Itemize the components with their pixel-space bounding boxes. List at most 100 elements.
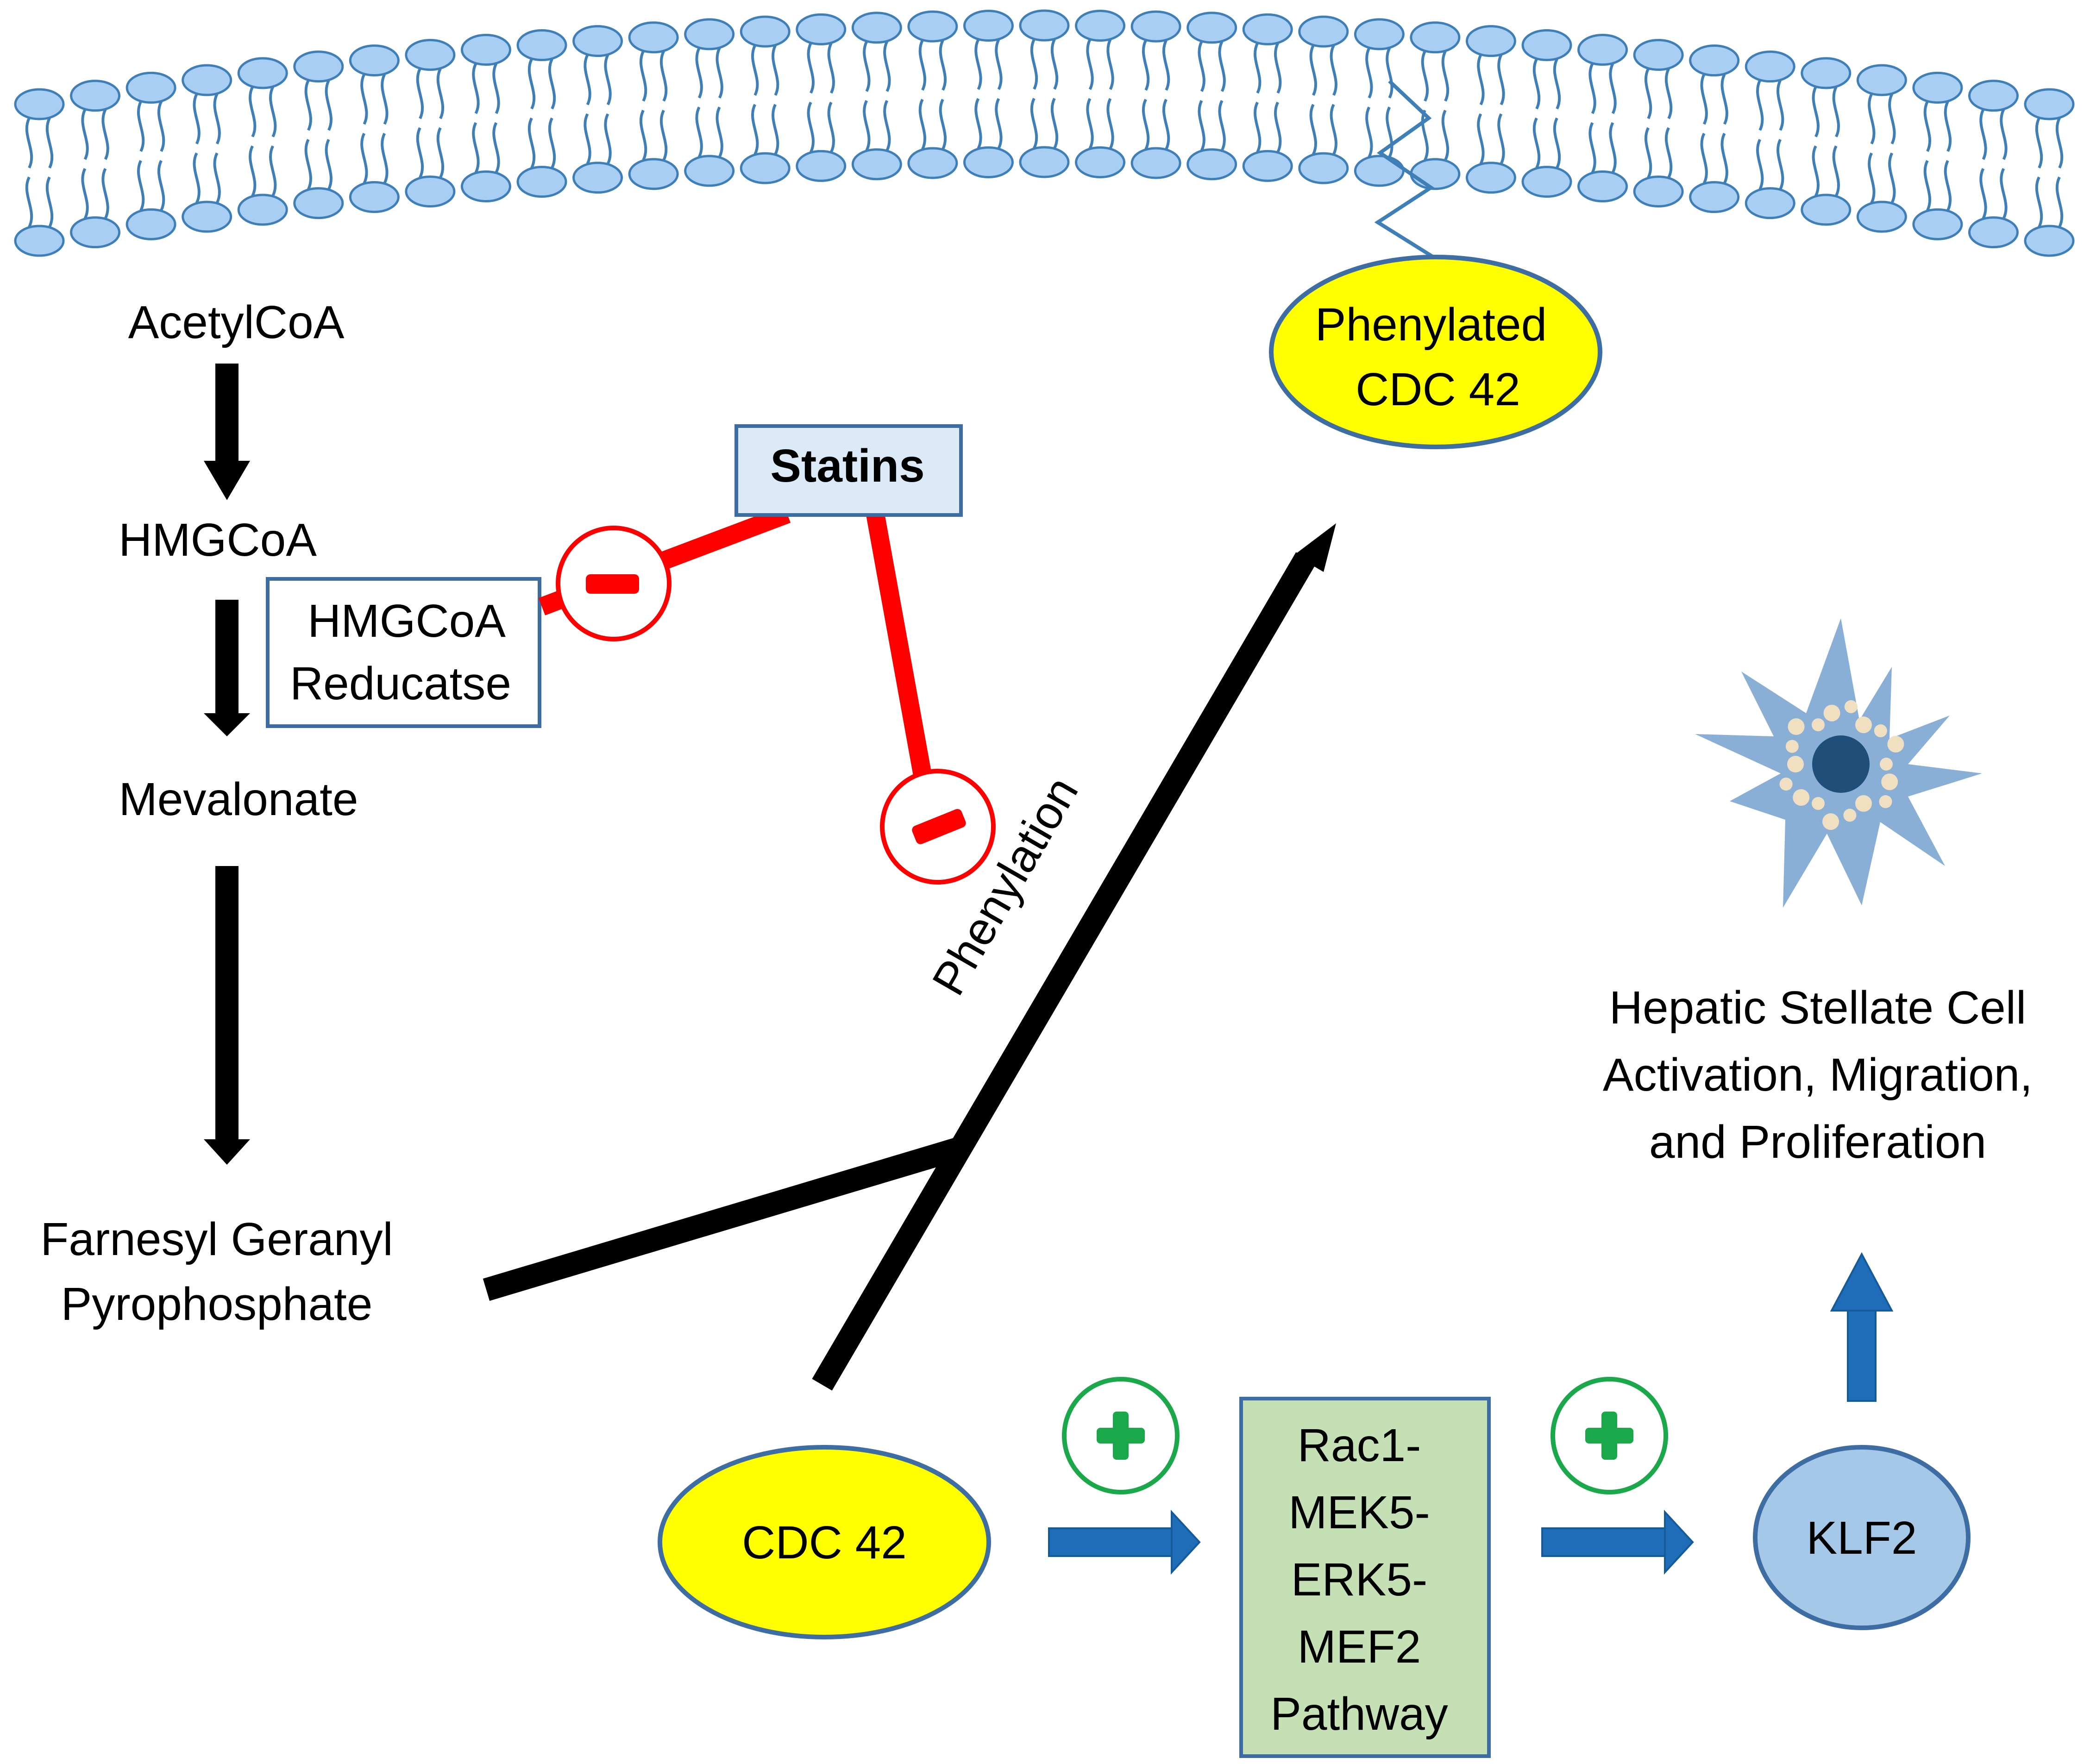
minus-icon: [586, 574, 639, 594]
mek5-pathway-line-2: MEK5-: [1288, 1487, 1430, 1538]
lipid-tail: [863, 41, 871, 92]
lipid-head: [1801, 57, 1852, 89]
lipid-tail: [137, 100, 145, 152]
klf2-node: KLF2: [1753, 1445, 1971, 1630]
lipid-tail: [827, 101, 835, 153]
lipid-tail: [548, 58, 556, 110]
lipid-tail: [1532, 117, 1541, 169]
cell-granule: [1887, 735, 1904, 753]
lipid-tail: [1198, 100, 1205, 151]
lipid-tail: [416, 127, 424, 178]
lipid-tail: [772, 44, 779, 96]
lipid-tail: [269, 86, 277, 138]
lipid-tail: [1812, 145, 1820, 197]
lipid-tail: [1888, 93, 1896, 144]
lipid-tail: [1756, 138, 1764, 190]
lipid-head: [1633, 38, 1684, 71]
phenylation-arrow-head: [1294, 523, 1336, 572]
cell-granule: [1785, 740, 1799, 753]
lipid-tail: [1553, 117, 1561, 169]
lipid-tail: [1309, 104, 1317, 155]
lipid-head: [293, 187, 344, 220]
lipid-tail: [1832, 86, 1840, 138]
lipid-tail: [1812, 86, 1820, 138]
lipid-tail: [1477, 113, 1485, 164]
cell-granule: [1812, 718, 1825, 732]
lipid-tail: [360, 74, 368, 125]
lipid-tail: [492, 122, 500, 173]
prenyl-anchor-line: [1374, 80, 1435, 259]
lipid-tail: [918, 39, 926, 91]
lipid-tail: [918, 99, 926, 150]
lipid-tail: [416, 68, 424, 119]
cell-membrane-icon: [14, 9, 2075, 257]
lipid-tail: [1979, 168, 1987, 219]
lipid-tail: [1720, 132, 1728, 184]
lipid-head: [182, 201, 232, 233]
hmgcoa-reductase-line2: Reducatse: [290, 658, 511, 709]
lipid-tail: [1588, 122, 1596, 173]
lipid-tail: [527, 58, 536, 110]
lipid-tail: [640, 50, 647, 102]
lipid-tail: [807, 101, 815, 153]
lipid-head: [851, 148, 902, 181]
lipid-head: [349, 44, 400, 77]
lipid-tail: [269, 145, 277, 197]
fgpp-label-line2: Pyrophosphate: [61, 1278, 373, 1330]
cell-granule: [1779, 778, 1793, 791]
lipid-head: [1186, 12, 1237, 44]
lipid-tail: [2035, 176, 2043, 228]
acetylcoa-label: AcetylCoA: [128, 296, 345, 348]
lipid-tail: [492, 63, 500, 114]
lipid-head: [1465, 25, 1516, 57]
lipid-tail: [863, 100, 871, 151]
lipid-tail: [213, 93, 221, 144]
statins-label: Statins: [770, 440, 924, 492]
lipid-tail: [193, 152, 201, 204]
lipid-tail: [1868, 93, 1876, 144]
lipid-tail: [1218, 41, 1226, 92]
lipid-tail: [716, 47, 723, 99]
lipid-tail: [157, 100, 165, 152]
lipid-tail: [751, 104, 759, 155]
lipid-tail: [472, 122, 480, 173]
lipid-head: [293, 50, 344, 83]
cell-granule: [1881, 773, 1898, 791]
lipid-tail: [137, 160, 145, 211]
lipid-head: [1242, 13, 1293, 45]
lipid-head: [14, 88, 65, 120]
cell-granule: [1793, 789, 1810, 806]
lipid-tail: [751, 44, 759, 96]
lipid-tail: [1309, 44, 1317, 96]
lipid-tail: [1497, 113, 1505, 164]
outcome-line-1: Hepatic Stellate Cell: [1609, 982, 2026, 1034]
lipid-tail: [101, 168, 109, 219]
lipid-tail: [436, 68, 444, 119]
lipid-tail: [1944, 100, 1952, 152]
statins-box: Statins: [734, 424, 963, 517]
arrow-mevalonate-to-fgpp: [204, 866, 250, 1165]
lipid-tail: [325, 138, 333, 190]
lipid-head: [1521, 29, 1572, 61]
lipid-tail: [1365, 107, 1373, 158]
cdc42-node: CDC 42: [658, 1445, 991, 1639]
lipid-tail: [1254, 101, 1262, 153]
lipid-tail: [1477, 54, 1485, 106]
lipid-tail: [995, 98, 1003, 149]
lipid-tail: [1665, 127, 1673, 178]
arrow-acetylcoa-to-hmgcoa: [204, 364, 250, 500]
lipid-tail: [716, 107, 723, 158]
cell-granule: [1879, 795, 1892, 808]
lipid-head: [740, 152, 791, 184]
lipid-head: [1577, 33, 1628, 66]
lipid-head: [2024, 88, 2075, 120]
lipid-tail: [604, 54, 612, 106]
outcome-line-3: and Proliferation: [1649, 1116, 1986, 1168]
lipid-head: [1354, 18, 1405, 50]
cell-granule: [1812, 797, 1825, 810]
lipid-tail: [1609, 122, 1617, 173]
lipid-tail: [1532, 58, 1541, 110]
lipid-tail: [1050, 38, 1059, 90]
lipid-tail: [1386, 47, 1394, 99]
lipid-tail: [584, 54, 591, 106]
